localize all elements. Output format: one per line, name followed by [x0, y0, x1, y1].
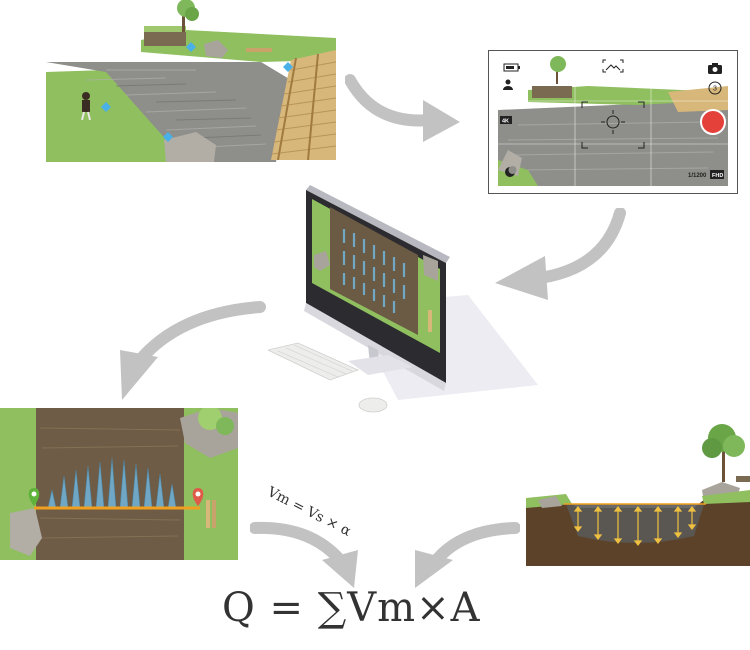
- resolution-badge: 4K: [502, 118, 509, 124]
- format-badge: FHD: [712, 173, 723, 179]
- velocity-profile-panel: [0, 408, 238, 560]
- right-bank-marker-icon: [192, 488, 204, 506]
- flow-arrow-4: [250, 521, 358, 588]
- battery-icon: [503, 63, 520, 72]
- shutter-speed: 1/1200: [688, 173, 707, 179]
- discharge-formula: Q = ∑Vm×A: [222, 585, 481, 631]
- flow-arrow-1: [345, 74, 460, 142]
- velocity-profile-bars: [47, 457, 177, 509]
- river-scene-panel: [46, 0, 336, 162]
- person-icon: [503, 79, 513, 90]
- computer-analysis-panel: [268, 185, 538, 413]
- focus-reticle-icon: [581, 101, 645, 149]
- timer-count: 3: [713, 86, 717, 93]
- depth-measurement-arrows: [573, 506, 697, 546]
- night-mode-icon: [505, 166, 517, 177]
- flow-arrow-5: [415, 522, 520, 588]
- left-bank-marker-icon: [28, 488, 40, 506]
- flow-arrow-3: [120, 301, 266, 400]
- image-frame-icon: [602, 59, 624, 73]
- camera-icon: [708, 63, 722, 74]
- camera-viewfinder-panel: 3 4K 1/1200 FHD: [488, 50, 738, 194]
- cross-section-panel: [526, 424, 750, 566]
- flow-arrow-2: [495, 208, 626, 300]
- record-button-icon[interactable]: [700, 109, 726, 135]
- timer-icon: 3: [708, 81, 722, 95]
